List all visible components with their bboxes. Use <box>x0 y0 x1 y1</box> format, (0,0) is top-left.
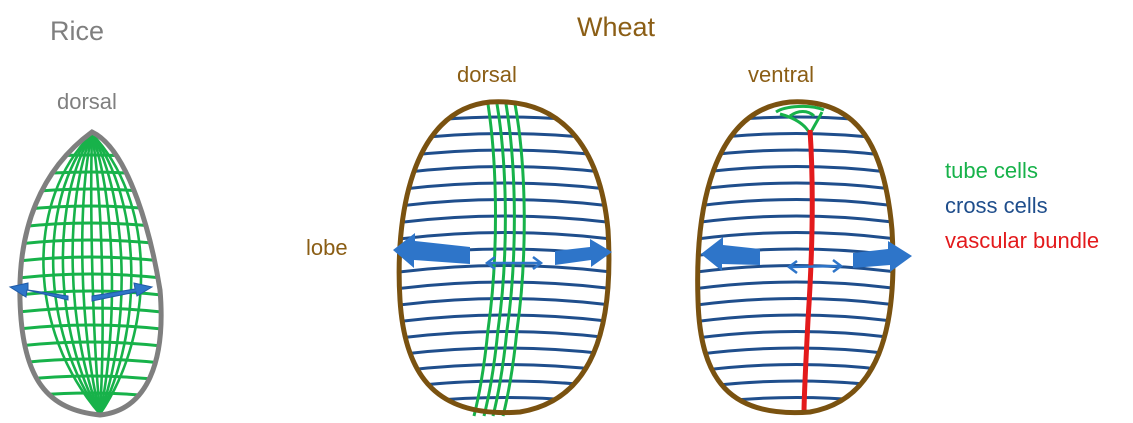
ventral-cross-cell <box>693 299 900 306</box>
ventral-cross-cell <box>693 315 900 322</box>
rice-cross-cell <box>10 342 170 347</box>
rice-cross-cell <box>10 257 170 262</box>
ventral-tube-cells <box>776 106 824 134</box>
rice-grain <box>10 132 170 415</box>
dorsal-cross-cell <box>395 150 615 157</box>
ventral-cross-cell <box>693 348 900 355</box>
ventral-cross-cell <box>693 167 900 174</box>
ventral-double-arrow <box>789 260 841 273</box>
ventral-cross-cell <box>693 332 900 339</box>
ventral-cross-cell <box>693 216 900 223</box>
ventral-cross-cell <box>693 398 900 405</box>
dorsal-cross-cell <box>395 299 615 306</box>
wheat-ventral-grain <box>693 102 912 413</box>
rice-cross-cell <box>10 240 170 245</box>
dorsal-cross-cell <box>395 117 615 124</box>
dorsal-right-arrow <box>555 239 612 267</box>
rice-cross-cell <box>10 155 170 160</box>
ventral-cross-cell <box>693 183 900 190</box>
ventral-cross-cell <box>693 233 900 240</box>
rice-cross-cell <box>10 325 170 330</box>
ventral-cross-cell <box>693 282 900 289</box>
wheat-dorsal-grain <box>393 102 615 416</box>
ventral-cross-cell <box>693 200 900 207</box>
dorsal-arrows <box>393 233 612 269</box>
rice-cross-cell <box>10 308 170 313</box>
dorsal-cross-cell <box>395 282 615 289</box>
dorsal-cross-cell <box>395 315 615 322</box>
rice-cross-cell <box>10 274 170 279</box>
vascular-bundle <box>804 130 812 413</box>
